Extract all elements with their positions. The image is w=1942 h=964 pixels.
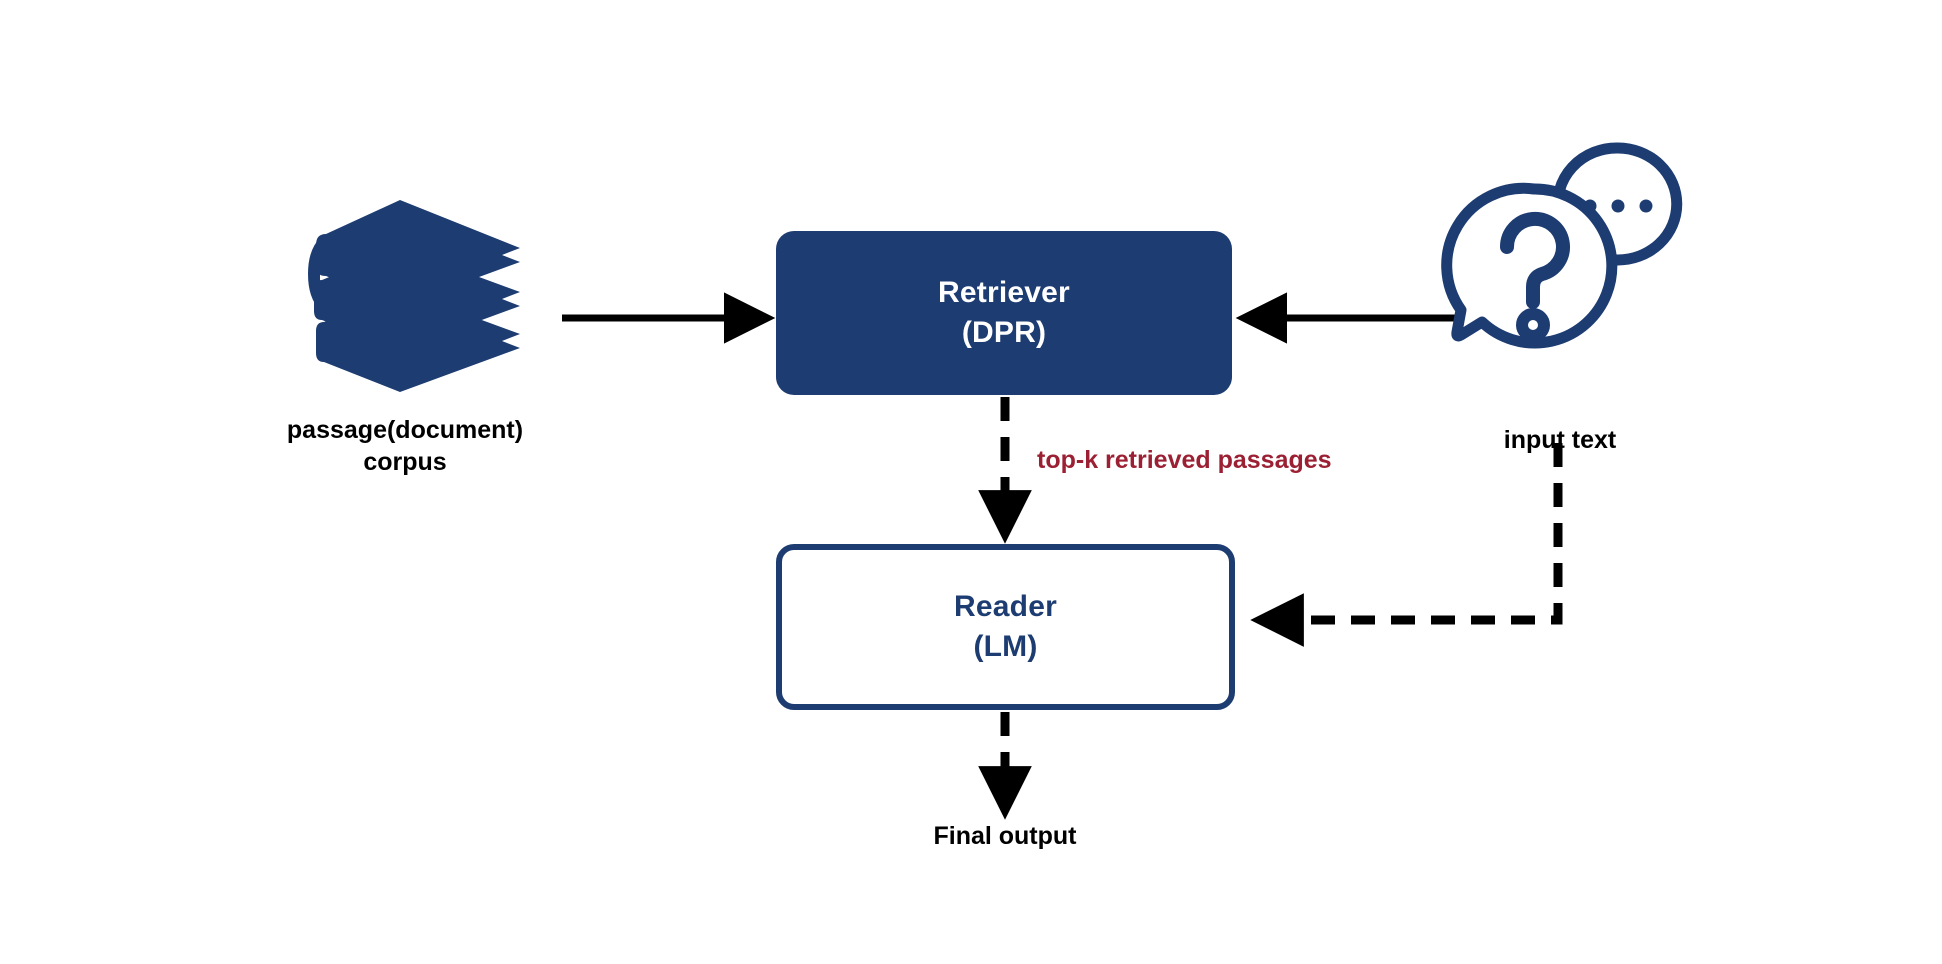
book-stack-icon xyxy=(300,172,540,392)
retriever-node[interactable]: Retriever (DPR) xyxy=(776,231,1232,395)
reader-node[interactable]: Reader (LM) xyxy=(776,544,1235,710)
question-speech-bubble-icon xyxy=(1440,135,1700,400)
book-stack-icon-svg xyxy=(308,200,520,392)
corpus-label: passage(document) corpus xyxy=(286,416,524,476)
retriever-node-title: Retriever xyxy=(938,276,1070,310)
final-output-label: Final output xyxy=(933,822,1077,850)
topk-retrieved-passages-label: top-k retrieved passages xyxy=(1037,446,1332,474)
retriever-node-subtitle: (DPR) xyxy=(961,316,1047,349)
input-text-label: input text xyxy=(1503,426,1617,454)
reader-node-title: Reader xyxy=(954,590,1057,624)
question-speech-bubble-icon-svg xyxy=(1441,142,1683,349)
reader-node-subtitle: (LM) xyxy=(973,630,1038,663)
